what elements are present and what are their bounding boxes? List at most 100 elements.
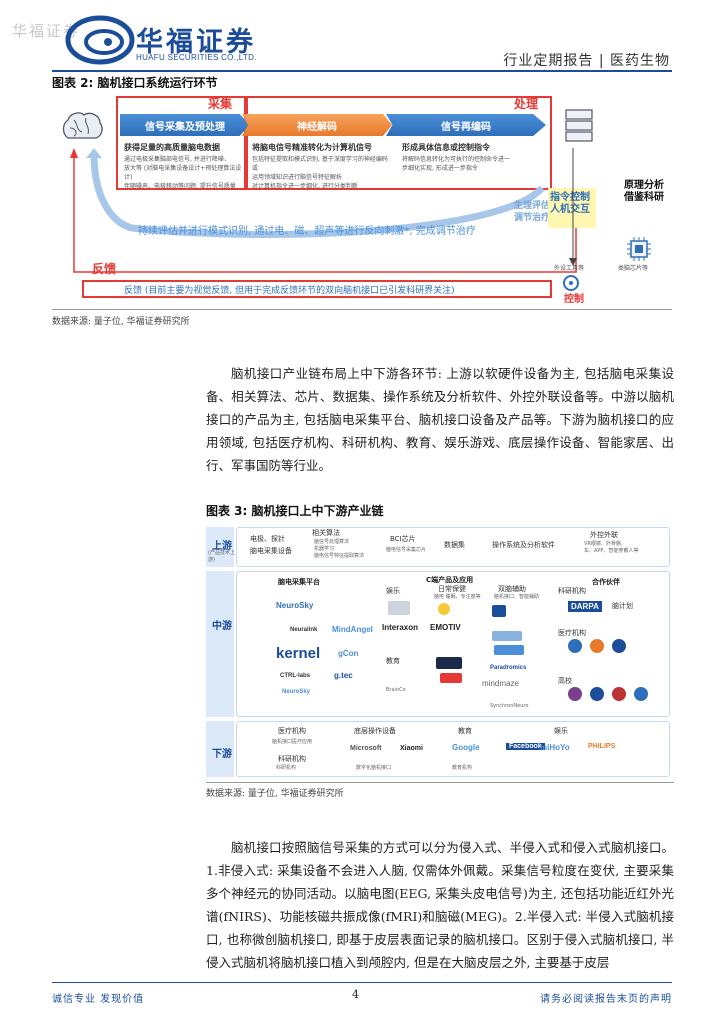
chip-label: 类脑芯片等 bbox=[618, 265, 649, 272]
brand-kernel: kernel bbox=[276, 645, 321, 662]
brand-ctrl-labs: CTRL-labs bbox=[280, 673, 310, 679]
mid-cat-research: 科研机构 bbox=[558, 587, 586, 595]
down-note-device: 数字化脑机接口 bbox=[356, 765, 392, 771]
figure3-caption: 图表 3: 脑机接口上中下游产业链 bbox=[206, 504, 384, 518]
collect-section-box bbox=[116, 96, 246, 190]
brand-gtec: g.tec bbox=[334, 671, 353, 680]
footer-slogan: 诚信专业 发现价值 bbox=[52, 994, 145, 1005]
stage1-subtitle: 获得足量的高质量脑电数据 bbox=[124, 143, 220, 152]
downstream-label: 下游 bbox=[212, 749, 232, 760]
product-logo-icon bbox=[440, 673, 462, 683]
brain-icon bbox=[62, 112, 103, 139]
upstream-tier bbox=[236, 527, 670, 567]
upstream-item-electrode: 电极、探针 bbox=[250, 535, 285, 543]
body-paragraph-1: 脑机接口产业链布局上中下游各环节: 上游以软硬件设备为主, 包括脑电采集设备、相… bbox=[206, 366, 674, 473]
command-interaction-label: 指令控制人机交互 bbox=[550, 192, 590, 215]
brand-paradromics: Paradromics bbox=[490, 665, 527, 671]
product-logo-icon bbox=[436, 657, 462, 669]
upstream-label: 上游 bbox=[212, 541, 232, 552]
down-cat-base-device: 底层操作设备 bbox=[354, 727, 396, 735]
server-icon bbox=[565, 109, 593, 142]
upstream-algo-lines: 脑信号处理算法 机器学习 脑电信号特征提取算法 bbox=[314, 539, 365, 559]
brand-interaxon: Interaxon bbox=[382, 623, 419, 632]
logo-brand-name-en: HUAFU SECURITIES CO.,LTD. bbox=[136, 53, 257, 62]
brand-neurosky-2: NeuroSky bbox=[282, 689, 311, 695]
mid-cat-entertainment: 娱乐 bbox=[386, 587, 400, 595]
product-logo-icon bbox=[492, 631, 522, 641]
control-label: 控制 bbox=[564, 294, 584, 305]
mid-cat-medical: 医疗机构 bbox=[558, 629, 586, 637]
logo-brand-name: 华福证券 bbox=[136, 27, 256, 58]
figure3-source: 数据来源: 量子位, 华福证券研究所 bbox=[206, 789, 344, 799]
product-logo-icon bbox=[494, 645, 524, 655]
brand-neuralink: Neuralink bbox=[290, 627, 318, 633]
mid-note-brainco: BrainCo bbox=[386, 687, 406, 693]
university-seal-icon bbox=[634, 687, 648, 701]
figure3-diagram: 上游 (产品技术上游) 电极、探针 脑电采集设备 相关算法 脑信号处理算法 机器… bbox=[206, 521, 674, 783]
feedback-box bbox=[82, 280, 552, 298]
stage1-lines: 通过电极采集脑部电信号, 并进行降噪、 放大等 (对脑电采集设备设计+预处理算法… bbox=[124, 156, 242, 190]
downstream-side bbox=[206, 721, 234, 777]
brand-mindangel: MindAngel bbox=[332, 625, 373, 634]
mid-note-assist: 脑机接口、智能辅助 bbox=[494, 594, 540, 600]
body-paragraph-2: 脑机接口按照脑信号采集的方式可以分为侵入式、半侵入式和侵入式脑机接口。1.非侵入… bbox=[206, 840, 674, 970]
principle-research-label: 原理分析借鉴科研 bbox=[624, 180, 664, 203]
header-divider bbox=[52, 70, 672, 72]
university-seal-icon bbox=[612, 687, 626, 701]
brand-mindmaze: mindmaze bbox=[482, 679, 519, 688]
brand-brain-project: 脑计划 bbox=[612, 602, 633, 610]
mid-cat-assist: 双脑辅助 bbox=[498, 585, 526, 593]
institution-seal-icon bbox=[590, 639, 604, 653]
university-seal-icon bbox=[590, 687, 604, 701]
figure2-diagram: 采集 处理 信号采集及预处理 神经解码 信号再编码 获得足量的高质量脑电数据 通… bbox=[52, 88, 672, 310]
external-tools-label: 外设工具等 bbox=[554, 265, 585, 272]
product-logo-icon bbox=[438, 603, 450, 615]
command-highlight bbox=[548, 188, 596, 228]
mid-cat-health: 日常保健 bbox=[438, 585, 466, 593]
stage-bar-signal-reencoding: 信号再编码 bbox=[386, 114, 546, 136]
upstream-sublabel: (产品技术上游) bbox=[208, 550, 235, 563]
down-cat-research: 科研机构 bbox=[278, 755, 306, 763]
watermark-text: 华福证券 bbox=[12, 22, 81, 40]
feedback-description: 反馈 (目前主要为视觉反馈, 但用于完成反馈环节的双向脑机接口已引发科研界关注) bbox=[124, 286, 455, 296]
mid-cat-education: 教育 bbox=[386, 657, 400, 665]
upstream-item-dataset: 数据集 bbox=[444, 541, 465, 549]
feedback-line bbox=[70, 148, 577, 273]
institution-seal-icon bbox=[612, 639, 626, 653]
collect-label: 采集 bbox=[208, 97, 233, 111]
stage-bar-signal-acquisition: 信号采集及预处理 bbox=[120, 114, 250, 136]
eval-treatment-label: 生理评估调节治疗 bbox=[514, 201, 551, 223]
process-label: 处理 bbox=[514, 97, 539, 111]
mid-note-synchron: SynchronNeuro bbox=[490, 703, 529, 709]
brand-mihoyo: miHoYo bbox=[540, 743, 570, 752]
upstream-item-bci-chip: BCI芯片 bbox=[390, 535, 416, 543]
downstream-tier bbox=[236, 721, 670, 777]
stage3-subtitle: 形成具体信息或控制指令 bbox=[402, 143, 490, 152]
mid-note-health: 脑电 睡眠、专注度等 bbox=[434, 594, 481, 600]
brand-microsoft: Microsoft bbox=[350, 745, 382, 752]
stage2-subtitle: 将脑电信号精准转化为计算机信号 bbox=[252, 143, 372, 152]
down-note-research: 科研机构 bbox=[276, 765, 297, 771]
product-image-icon bbox=[388, 601, 410, 615]
mid-cat-university: 高校 bbox=[558, 677, 572, 685]
down-cat-medical: 医疗机构 bbox=[278, 727, 306, 735]
stage3-lines: 将解码信息转化为可执行的控制命令进一 步细化实现, 形成进一步指令 bbox=[402, 156, 511, 172]
down-note-education: 教育机构 bbox=[452, 765, 473, 771]
brand-google: Google bbox=[452, 743, 480, 752]
brand-facebook: Facebook bbox=[506, 743, 545, 750]
brand-xiaomi: Xiaomi bbox=[400, 745, 423, 752]
university-seal-icon bbox=[568, 687, 582, 701]
upstream-item-external: 外控外联 bbox=[590, 531, 618, 539]
brand-darpa: DARPA bbox=[568, 601, 602, 612]
process-section-box bbox=[246, 96, 552, 190]
upstream-ext-lines: VR眼镜、外骨骼、 车、APP、智能穿戴人等 bbox=[584, 541, 639, 554]
footer-divider bbox=[52, 982, 672, 983]
external-device-icon bbox=[563, 275, 579, 291]
page-number: 4 bbox=[352, 988, 359, 1001]
upstream-side bbox=[206, 527, 234, 567]
upstream-chip-sub: 脑电信号采集芯片 bbox=[386, 547, 427, 553]
mid-products-title: C端产品及应用 bbox=[426, 576, 474, 584]
midstream-side bbox=[206, 571, 234, 717]
down-cat-entertainment: 娱乐 bbox=[554, 727, 568, 735]
mid-partners-title: 合作伙伴 bbox=[592, 578, 620, 586]
